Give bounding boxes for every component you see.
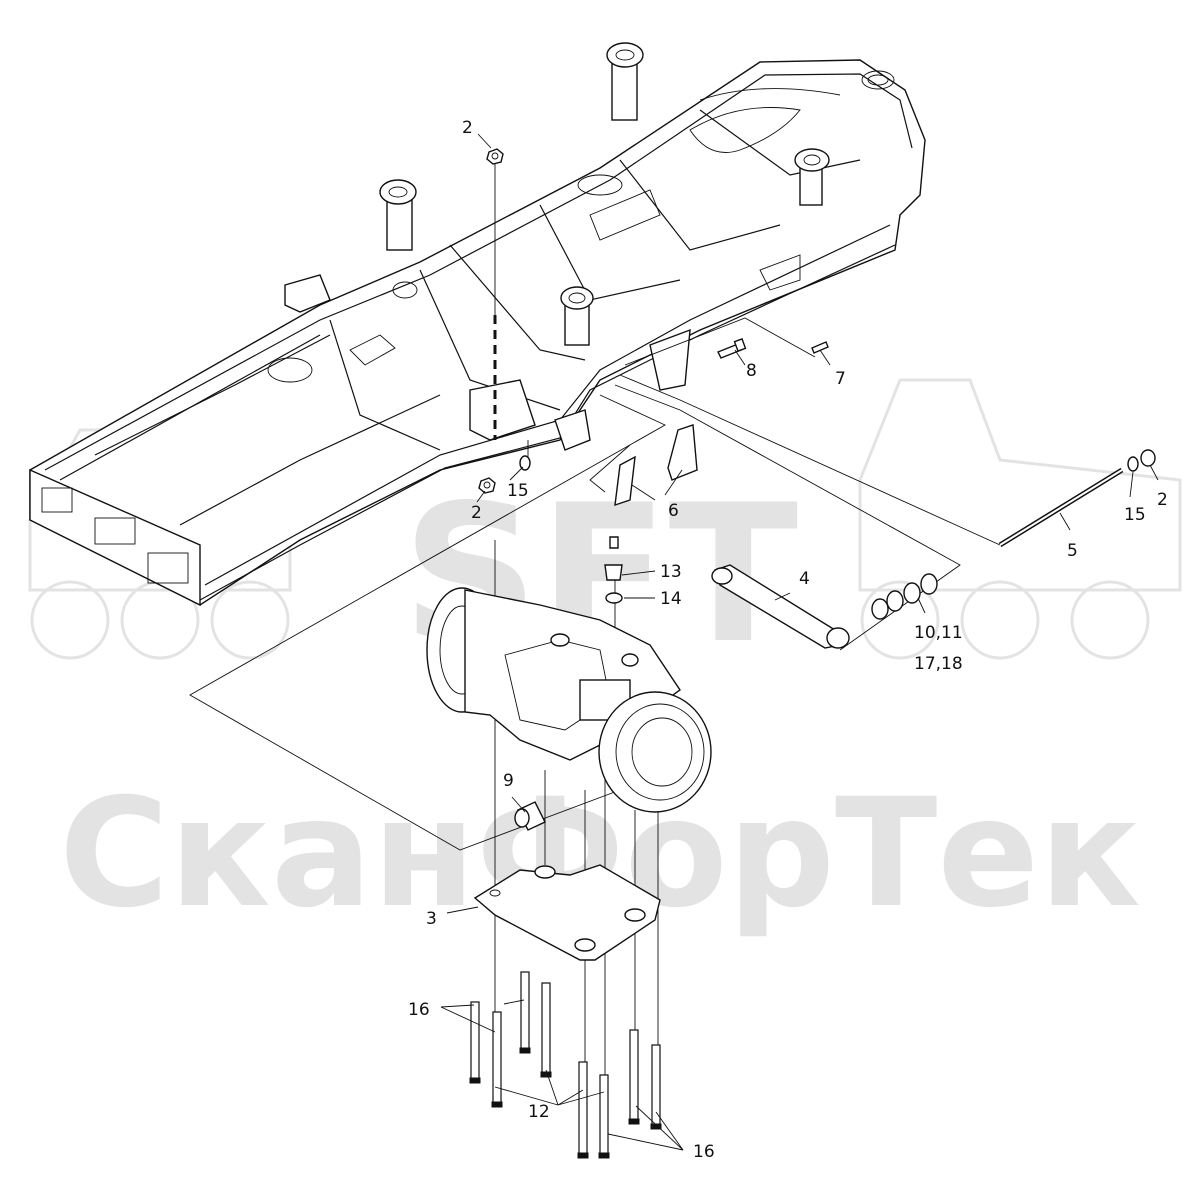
- grease-fitting-13: [604, 536, 623, 581]
- callout-13: 13: [660, 562, 682, 582]
- callout-9: 9: [503, 771, 514, 791]
- washer-left: [519, 455, 531, 471]
- callout-17-18: 17,18: [914, 654, 963, 674]
- cab-mount-right: [606, 42, 644, 121]
- link-arm-4: [711, 564, 850, 649]
- callout-15-right: 15: [1124, 505, 1146, 525]
- callout-3: 3: [426, 909, 437, 929]
- bolts-12-16: [469, 971, 662, 1159]
- callout-5: 5: [1067, 541, 1078, 561]
- cab-mount-rear: [794, 148, 830, 206]
- callout-2-left: 2: [471, 503, 482, 523]
- callout-leaders: [440, 133, 1159, 1151]
- callout-7: 7: [835, 369, 846, 389]
- callout-labels: 2 2 2 3 4 5 6 7 8 9 10,11 17,18 12 13 14…: [408, 118, 1168, 1162]
- pivot-mount: [560, 286, 594, 346]
- callout-10-11: 10,11: [914, 623, 963, 643]
- bolt-7: [811, 341, 829, 354]
- bracket-6: [614, 424, 698, 507]
- callout-8: 8: [746, 361, 757, 381]
- bolt-8: [717, 338, 747, 359]
- cab-mount-left: [379, 179, 417, 251]
- callout-12: 12: [528, 1102, 550, 1122]
- mounting-plate-3: [473, 864, 661, 961]
- nut-left: [478, 477, 496, 494]
- axle-assembly: [426, 587, 712, 813]
- callout-14: 14: [660, 589, 682, 609]
- washer-14: [605, 592, 623, 604]
- nut-top: [486, 148, 504, 165]
- washer-stack: [871, 573, 938, 620]
- callout-16-bottom: 16: [693, 1142, 715, 1162]
- callout-15-left: 15: [507, 481, 529, 501]
- watermark: SFT СканФорТек: [28, 378, 1182, 941]
- callout-16-left: 16: [408, 1000, 430, 1020]
- callout-4: 4: [799, 569, 810, 589]
- rod-5: [998, 449, 1156, 548]
- machine-frame: [29, 42, 926, 607]
- callout-2-top: 2: [462, 118, 473, 138]
- callout-6: 6: [668, 501, 679, 521]
- callout-2-right: 2: [1157, 490, 1168, 510]
